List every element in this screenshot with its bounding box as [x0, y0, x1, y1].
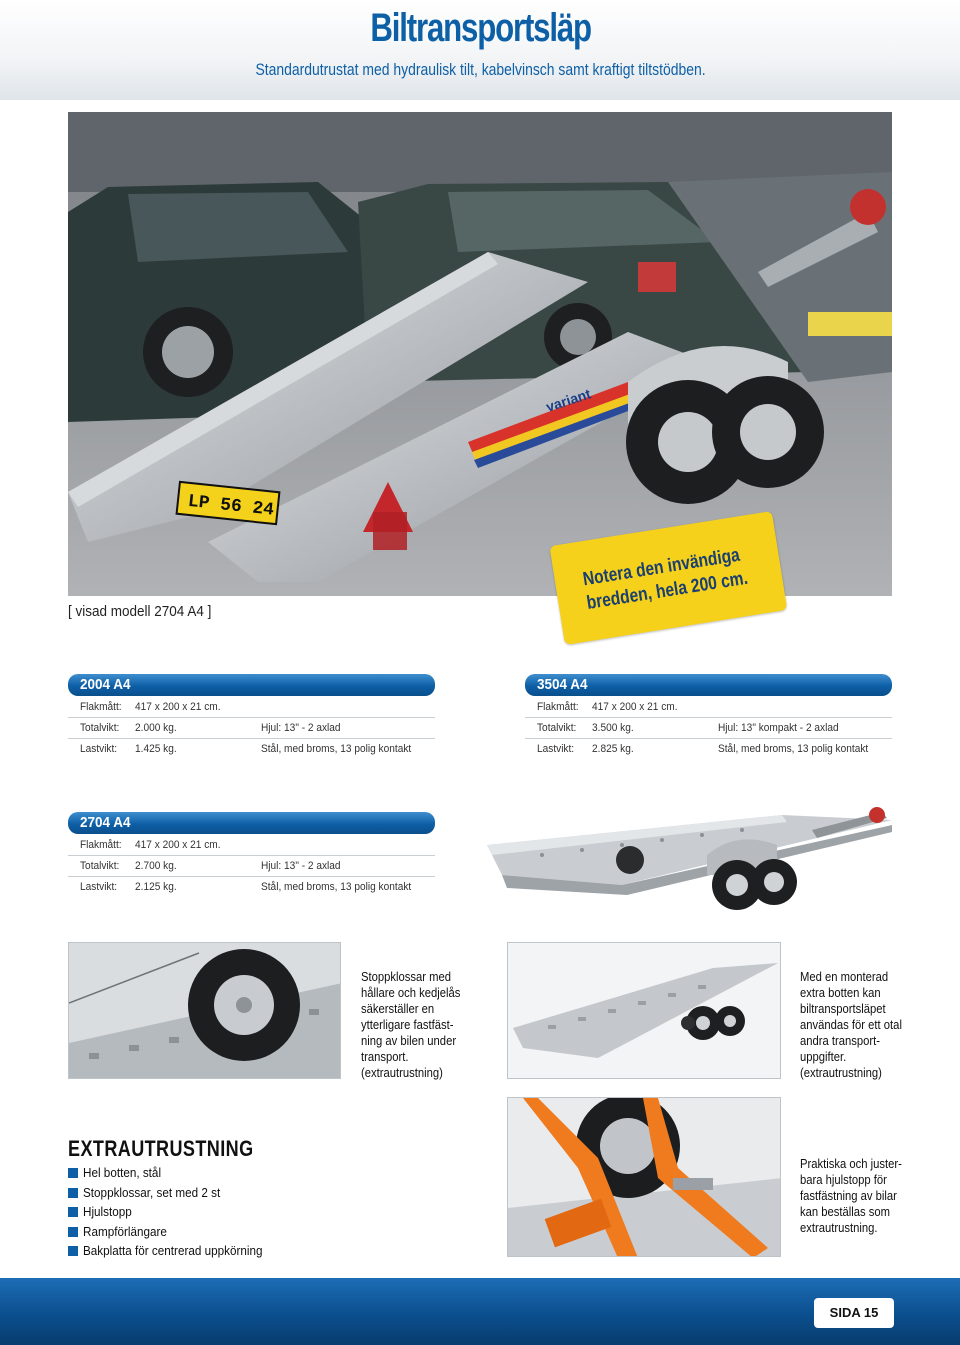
square-bullet-icon: [68, 1246, 78, 1256]
spec-label: Lastvikt:: [80, 881, 118, 893]
spec-label: Flakmått:: [80, 839, 122, 851]
spec-row: Totalvikt: 2.000 kg. Hjul: 13" - 2 axlad: [68, 718, 435, 739]
square-bullet-icon: [68, 1207, 78, 1217]
list-item: Rampförlängare: [68, 1222, 282, 1242]
spec-label: Lastvikt:: [537, 743, 575, 755]
spec-row: Totalvikt: 3.500 kg. Hjul: 13" kompakt -…: [525, 718, 892, 739]
spec-row: Flakmått: 417 x 200 x 21 cm.: [68, 697, 435, 718]
spec-label: Totalvikt:: [537, 722, 577, 734]
spec-value: 417 x 200 x 21 cm.: [135, 701, 221, 713]
spec-label: Totalvikt:: [80, 722, 120, 734]
spec-value: 1.425 kg.: [135, 743, 177, 755]
spec-label: Flakmått:: [537, 701, 579, 713]
spec-table-3504: Flakmått: 417 x 200 x 21 cm. Totalvikt: …: [525, 697, 892, 760]
main-trailer-photo: LP 56 24 variant: [68, 112, 892, 596]
spec-label: Totalvikt:: [80, 860, 120, 872]
stoppklossar-photo: [68, 942, 341, 1079]
extrautrustning-heading: EXTRAUTRUSTNING: [68, 1136, 254, 1161]
spec-table-2004: Flakmått: 417 x 200 x 21 cm. Totalvikt: …: [68, 697, 435, 760]
extra-botten-photo: [507, 942, 781, 1079]
header-band: [0, 0, 960, 100]
spec-label: Flakmått:: [80, 701, 122, 713]
spec-value: 2.825 kg.: [592, 743, 634, 755]
photo-caption: [ visad modell 2704 A4 ]: [68, 603, 212, 620]
square-bullet-icon: [68, 1168, 78, 1178]
spec-row: Flakmått: 417 x 200 x 21 cm.: [525, 697, 892, 718]
square-bullet-icon: [68, 1226, 78, 1237]
page-number: SIDA 15: [814, 1298, 894, 1328]
list-item: Hel botten, stål: [68, 1163, 282, 1183]
hjulstopp-text: Praktiska och juster- bara hjulstopp för…: [800, 1157, 902, 1235]
spec-table-2704: Flakmått: 417 x 200 x 21 cm. Totalvikt: …: [68, 835, 435, 898]
extrautrustning-list: Hel botten, stål Stoppklossar, set med 2…: [68, 1163, 282, 1261]
spec-value: 417 x 200 x 21 cm.: [592, 701, 678, 713]
spec-value: 3.500 kg.: [592, 722, 634, 734]
page-subtitle: Standardutrustat med hydraulisk tilt, ka…: [255, 60, 706, 79]
trailer-product-image: [482, 800, 897, 925]
spec-extra: Stål, med broms, 13 polig kontakt: [261, 881, 412, 893]
footer-band: [0, 1278, 960, 1345]
list-item: Stoppklossar, set med 2 st: [68, 1183, 282, 1203]
list-item: Bakplatta för centrerad uppkörning: [68, 1241, 282, 1261]
spec-row: Lastvikt: 1.425 kg. Stål, med broms, 13 …: [68, 739, 435, 760]
spec-value: 417 x 200 x 21 cm.: [135, 839, 221, 851]
model-title-3504: 3504 A4: [525, 674, 892, 696]
spec-extra: Hjul: 13" - 2 axlad: [261, 722, 341, 734]
spec-value: 2.125 kg.: [135, 881, 177, 893]
spec-value: 2.700 kg.: [135, 860, 177, 872]
model-title-2004: 2004 A4: [68, 674, 435, 696]
page-title: Biltransportsläp: [370, 6, 592, 50]
spec-label: Lastvikt:: [80, 743, 118, 755]
spec-row: Lastvikt: 2.125 kg. Stål, med broms, 13 …: [68, 877, 435, 898]
spec-row: Totalvikt: 2.700 kg. Hjul: 13" - 2 axlad: [68, 856, 435, 877]
model-title-2704: 2704 A4: [68, 812, 435, 834]
spec-extra: Hjul: 13" - 2 axlad: [261, 860, 341, 872]
stoppklossar-text: Stoppklossar med hållare och kedjelås sä…: [361, 970, 461, 1080]
square-bullet-icon: [68, 1187, 78, 1198]
spec-extra: Stål, med broms, 13 polig kontakt: [718, 743, 869, 755]
spec-row: Flakmått: 417 x 200 x 21 cm.: [68, 835, 435, 856]
list-item: Hjulstopp: [68, 1202, 282, 1222]
extra-botten-text: Med en monterad extra botten kan biltran…: [800, 970, 902, 1080]
spec-row: Lastvikt: 2.825 kg. Stål, med broms, 13 …: [525, 739, 892, 760]
spec-extra: Stål, med broms, 13 polig kontakt: [261, 743, 412, 755]
hjulstopp-photo: [507, 1097, 781, 1257]
spec-value: 2.000 kg.: [135, 722, 177, 734]
spec-extra: Hjul: 13" kompakt - 2 axlad: [718, 722, 839, 734]
